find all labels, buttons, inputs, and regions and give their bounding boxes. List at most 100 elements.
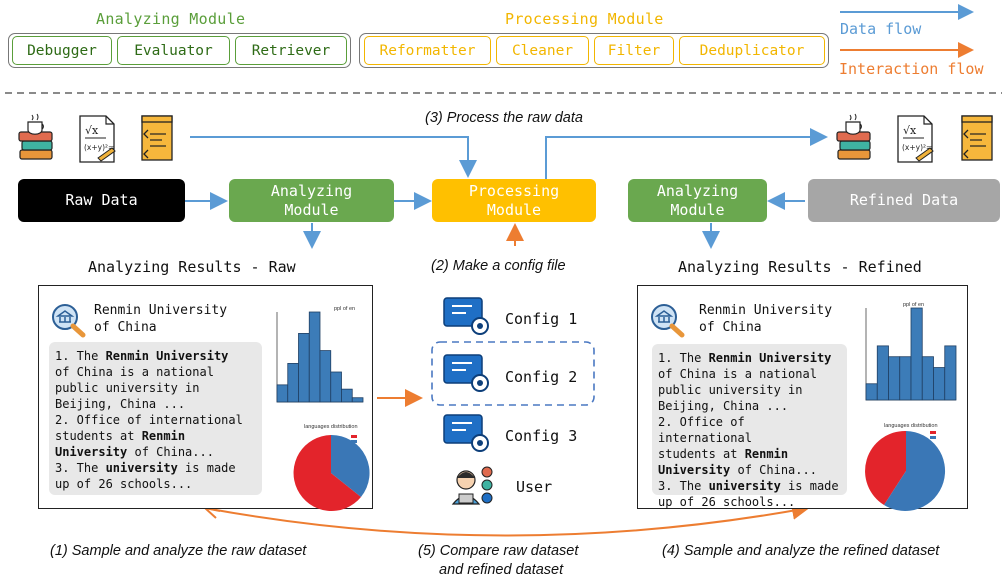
highlighted-term: Renmin University: [708, 351, 832, 365]
processing-module-line2: Module: [486, 200, 542, 219]
sample-text-line: University of China...: [55, 444, 256, 460]
histogram-title: ppl of en: [334, 306, 356, 312]
institution-name-line1: Renmin University: [699, 303, 833, 318]
text-run: of China...: [127, 445, 214, 459]
debugger-chip: Debugger: [12, 36, 112, 65]
text-run: up of 26 schools...: [658, 495, 796, 509]
arrow-processing-to-refined-icons: [545, 128, 828, 179]
histogram-bar: [341, 388, 353, 403]
math-document-icon: √x (x+y)²=: [79, 115, 116, 163]
math-document-icon: √x (x+y)²=: [897, 115, 934, 163]
pie-slice-red: [865, 430, 906, 505]
search-university-icon: [651, 304, 685, 338]
highlighted-term: University: [658, 463, 731, 477]
institution-name-line2: of China: [94, 320, 157, 335]
step1-label: (1) Sample and analyze the raw dataset: [50, 543, 307, 559]
sample-text-line: students at Renmin: [55, 428, 256, 444]
sample-text-line: Beijing, China ...: [658, 398, 841, 414]
text-run: of China...: [730, 463, 817, 477]
institution-name-line1: Renmin University: [94, 303, 228, 318]
analyzing-module-left-line2: Module: [284, 200, 339, 219]
text-run: of China is a national: [55, 365, 214, 379]
pie-chart-title: languages distribution: [304, 424, 358, 430]
sample-text-line: 2. Office of international: [658, 414, 841, 446]
svg-text:(x+y)²=: (x+y)²=: [902, 143, 932, 152]
processing-module-box: Processing Module: [432, 179, 596, 222]
sample-text-line: of China is a national: [658, 366, 841, 382]
histogram-bar: [888, 356, 901, 401]
sample-text-line: up of 26 schools...: [658, 494, 841, 510]
filter-chip: Filter: [594, 36, 674, 65]
deduplicator-chip: Deduplicator: [679, 36, 825, 65]
text-run: of China is a national: [658, 367, 817, 381]
pie-chart: [865, 430, 946, 511]
analyzing-module-left-box: Analyzing Module: [229, 179, 394, 222]
pie-slice-red: [293, 435, 361, 511]
code-document-icon: [141, 115, 173, 161]
raw-data-label: Raw Data: [65, 191, 138, 209]
sample-text-line: public university in: [658, 382, 841, 398]
config-3-label: Config 3: [505, 427, 578, 445]
legend-arrows: [5, 4, 1002, 94]
highlighted-term: Renmin: [744, 447, 789, 461]
text-run: 2. Office of international: [658, 415, 752, 445]
svg-text:√x: √x: [903, 124, 917, 137]
histogram-title: ppl of en: [903, 302, 925, 308]
cleaner-chip: Cleaner: [496, 36, 589, 65]
analyzing-tools-group: [8, 33, 351, 68]
user-icon: [451, 466, 493, 505]
histogram-bar: [944, 345, 957, 401]
books-icon: [18, 113, 53, 160]
histogram-chart: [865, 307, 957, 401]
histogram-chart: [276, 311, 364, 403]
code-document-icon: [961, 115, 993, 161]
text-run: 2. Office of international: [55, 413, 243, 427]
text-run: 1. The: [658, 351, 709, 365]
histogram-bar: [330, 371, 342, 403]
histogram-bar: [933, 367, 946, 401]
text-run: up of 26 schools...: [55, 477, 193, 491]
histogram-bar: [287, 363, 299, 403]
sample-text-line: public university in: [55, 380, 256, 396]
svg-text:(x+y)²=: (x+y)²=: [84, 143, 114, 152]
sample-text-line: 2. Office of international: [55, 412, 256, 428]
histogram-bar: [308, 311, 321, 403]
results-refined-panel: Renmin University of China 1. The Renmin…: [637, 285, 968, 511]
histogram-bar: [319, 350, 332, 403]
step5-label-line2: and refined dataset: [439, 562, 564, 578]
text-run: is made: [177, 461, 236, 475]
histogram-bar: [298, 333, 310, 403]
highlighted-term: university: [708, 479, 781, 493]
step2-label: (2) Make a config file: [431, 258, 566, 274]
config-2-label: Config 2: [505, 368, 578, 386]
histogram-bar: [351, 397, 364, 403]
retriever-chip: Retriever: [235, 36, 347, 65]
sample-text-line: up of 26 schools...: [55, 476, 256, 492]
sample-text-line: students at Renmin: [658, 446, 841, 462]
sample-text-line: 1. The Renmin University: [55, 348, 256, 364]
highlighted-term: Renmin University: [105, 349, 229, 363]
data-flow-legend-label: Data flow: [840, 20, 922, 38]
books-icon: [836, 113, 871, 160]
histogram-bar: [276, 384, 289, 403]
config-icons: [443, 297, 489, 452]
refined-data-label: Refined Data: [849, 191, 959, 209]
processing-module-legend-title: Processing Module: [505, 10, 664, 28]
sample-text-line: University of China...: [658, 462, 841, 478]
step3-label: (3) Process the raw data: [425, 110, 583, 126]
histogram-bar: [910, 307, 923, 401]
sample-text-box: 1. The Renmin University of China is a na…: [652, 344, 847, 509]
highlighted-term: Renmin: [141, 429, 186, 443]
arrow-raw-icons-to-processing: [190, 136, 477, 178]
svg-text:√x: √x: [85, 124, 99, 137]
text-run: Beijing, China ...: [658, 399, 789, 413]
analyzing-module-right-box: Analyzing Module: [628, 179, 767, 222]
step5-label-line1: (5) Compare raw dataset: [418, 543, 579, 559]
results-raw-title: Analyzing Results - Raw: [88, 258, 296, 276]
step4-label: (4) Sample and analyze the refined datas…: [662, 543, 940, 559]
analyzing-module-right-line1: Analyzing: [656, 181, 739, 200]
analyzing-module-right-line2: Module: [670, 200, 725, 219]
interaction-flow-legend-label: Interaction flow: [839, 60, 984, 78]
